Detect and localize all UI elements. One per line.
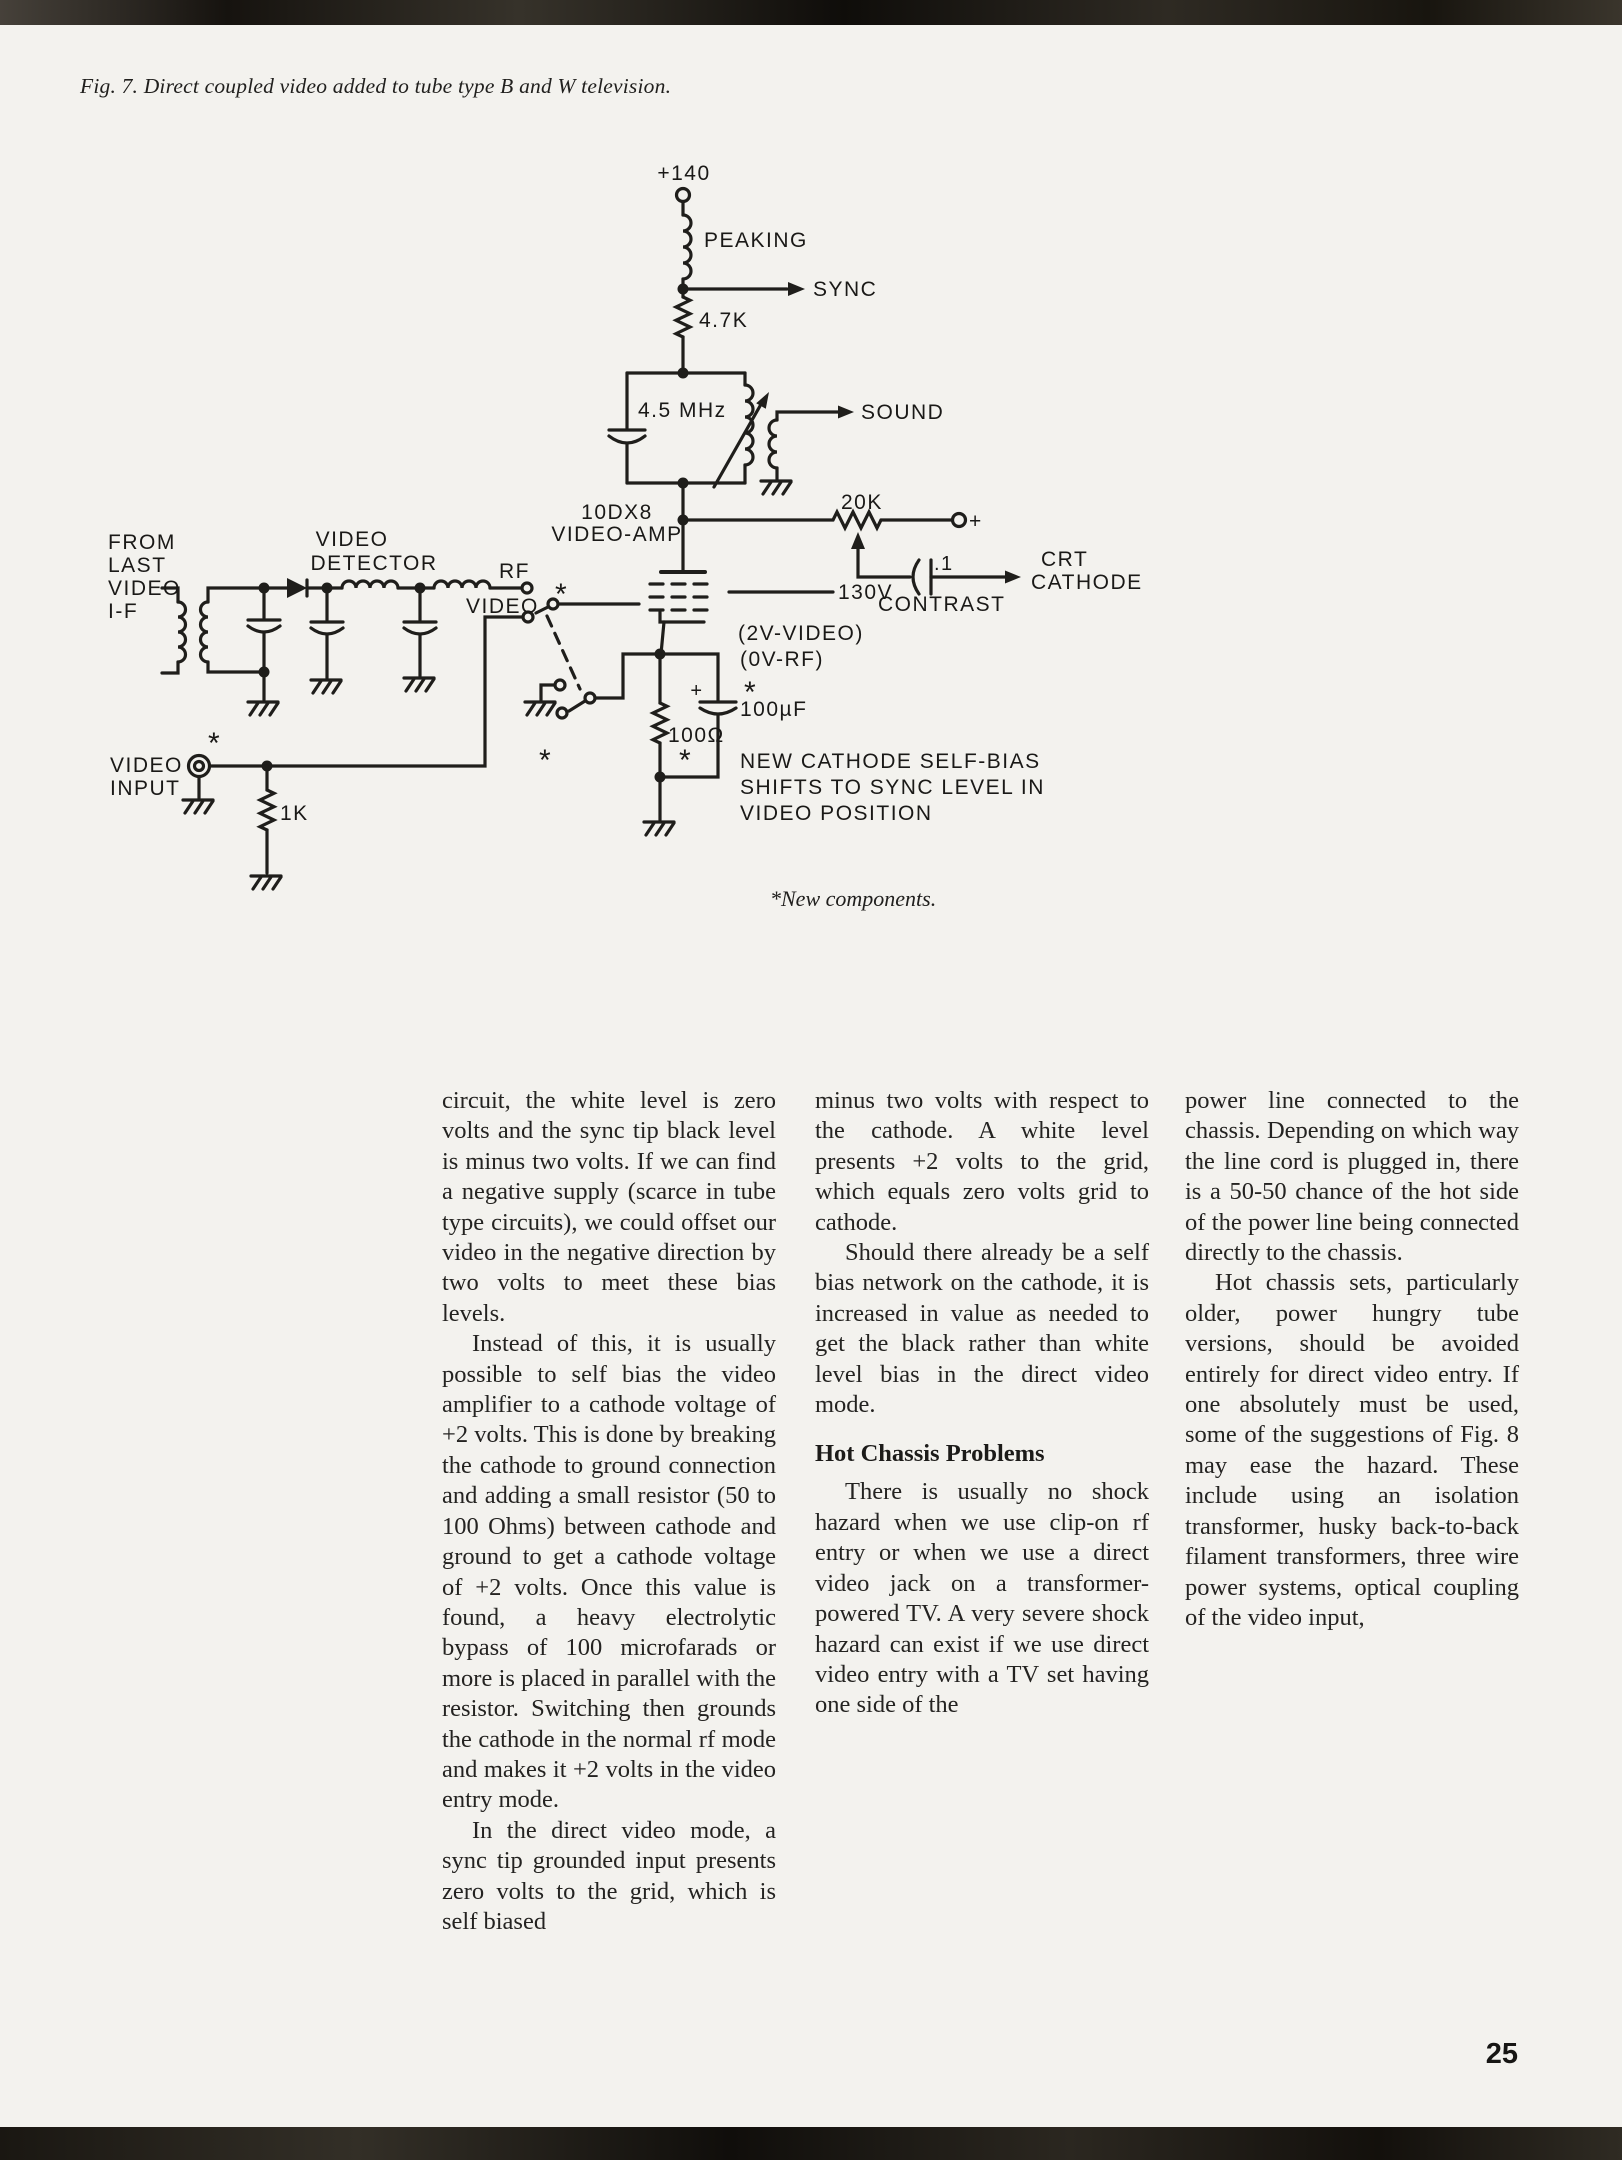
text-column-1: circuit, the white level is zero volts a… — [442, 1086, 776, 1937]
text-column-2: minus two volts with respect to the cath… — [815, 1086, 1149, 1721]
bypass-cap-value-label: 100µF — [740, 698, 807, 721]
sound-output-label: SOUND — [861, 401, 944, 424]
video-contact-label: VIDEO — [466, 595, 539, 618]
annotation-line-3: VIDEO POSITION — [740, 802, 933, 825]
contrast-label: CONTRAST — [878, 593, 1006, 616]
figure-caption: Fig. 7. Direct coupled video added to tu… — [80, 74, 672, 98]
bias-rf-label: (0V-RF) — [740, 648, 824, 671]
tube-role-label: VIDEO-AMP — [551, 523, 682, 546]
bias-video-label: (2V-VIDEO) — [738, 622, 864, 645]
new-component-star-cap: * — [744, 676, 756, 709]
video-input-label-1: VIDEO — [110, 754, 183, 777]
tank-frequency-label: 4.5 MHz — [638, 399, 727, 422]
cathode-resistor-label: 100Ω — [668, 724, 725, 747]
body-paragraph: circuit, the white level is zero volts a… — [442, 1087, 776, 1327]
cap-polarity-label: + — [690, 680, 703, 702]
resistor-4_7k-label: 4.7K — [699, 309, 748, 332]
text-column-3: power line connected to the chassis. Dep… — [1185, 1086, 1519, 1633]
tube-type-label: 10DX8 — [581, 501, 653, 524]
body-paragraph: Instead of this, it is usually possible … — [442, 1330, 776, 1814]
sync-output-label: SYNC — [813, 278, 877, 301]
from-if-label-3: VIDEO — [108, 577, 181, 600]
section-heading: Hot Chassis Problems — [815, 1440, 1045, 1468]
circuit-diagram: +140 PEAKING SYNC 4.7K 4.5 MHz SOUND 20K… — [108, 162, 1143, 891]
crt-cathode-label-1: CRT — [1041, 548, 1088, 571]
page-number: 25 — [1485, 2038, 1518, 2070]
coupling-cap-value-label: .1 — [934, 553, 954, 575]
plate-voltage-label: 130V — [838, 581, 893, 604]
b-plus-terminal-label: + — [969, 510, 983, 533]
peaking-coil-label: PEAKING — [704, 229, 808, 252]
from-if-label-4: I-F — [108, 600, 138, 623]
annotation-line-1: NEW CATHODE SELF-BIAS — [740, 750, 1041, 773]
video-detector-label-1: VIDEO — [316, 528, 389, 551]
figure-footnote: *New components. — [770, 886, 937, 911]
from-if-label-2: LAST — [108, 554, 167, 577]
body-paragraph: There is usually no shock hazard when we… — [815, 1478, 1149, 1719]
body-paragraph: In the direct video mode, a sync tip gro… — [442, 1816, 776, 1935]
rf-contact-label: RF — [499, 560, 530, 583]
new-component-star-resistor: * — [679, 744, 691, 777]
body-paragraph: Should there already be a self bias netw… — [815, 1239, 1149, 1419]
new-component-star-cathode-switch: * — [539, 744, 551, 777]
supply-voltage-label: +140 — [657, 162, 710, 185]
from-if-label-1: FROM — [108, 531, 176, 554]
contrast-pot-value-label: 20K — [841, 491, 883, 514]
body-paragraph: minus two volts with respect to the cath… — [815, 1087, 1149, 1236]
scan-artifact-top — [0, 0, 1622, 25]
video-detector-label-2: DETECTOR — [310, 552, 437, 575]
new-component-star-switch: * — [555, 578, 567, 611]
scan-artifact-bottom — [0, 2127, 1622, 2160]
new-component-star-input: * — [208, 727, 220, 760]
body-paragraph: Hot chassis sets, particularly older, po… — [1185, 1269, 1519, 1631]
body-paragraph: power line connected to the chassis. Dep… — [1185, 1087, 1519, 1267]
video-input-label-2: INPUT — [110, 777, 181, 800]
annotation-line-2: SHIFTS TO SYNC LEVEL IN — [740, 776, 1045, 799]
wires — [160, 186, 1021, 891]
crt-cathode-label-2: CATHODE — [1031, 571, 1143, 594]
input-resistor-label: 1K — [280, 802, 309, 825]
